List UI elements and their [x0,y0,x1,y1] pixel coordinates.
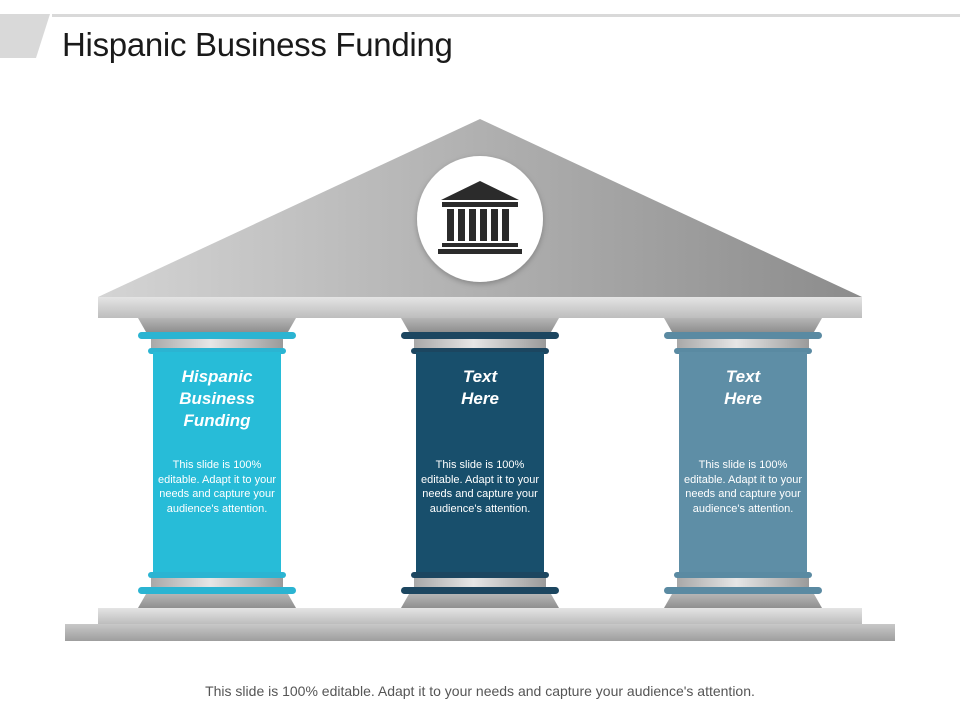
pillar-3-shaft [679,352,807,578]
pillar-1-ring-top [138,332,296,339]
pillar-3-ring-bottom [664,587,822,594]
pillar-3-pedestal [664,594,822,608]
pillar-2-capital-top [401,318,559,332]
roof-beam [98,297,862,318]
pillar-1-thin-ring-bottom [148,572,286,578]
pillar-3-heading: Text Here [724,367,762,408]
pillar-2-description: This slide is 100% editable. Adapt it to… [420,459,540,515]
pillar-1-description: This slide is 100% editable. Adapt it to… [157,459,277,515]
pillar-2-band-bottom [414,578,546,587]
base-step-lower [65,624,895,641]
pillar-3-ring-top [664,332,822,339]
pillar-2-ring-bottom [401,587,559,594]
pillar-1-heading: Hispanic Business Funding [179,367,255,430]
pillar-2-band-top [414,339,546,349]
pillar-1-ring-bottom [138,587,296,594]
pillar-1-capital-top [138,318,296,332]
pillar-3-description: This slide is 100% editable. Adapt it to… [683,459,803,515]
pillars-group [138,318,822,608]
pillar-1-band-top [151,339,283,349]
pillar-2-ring-top [401,332,559,339]
base-step-upper [98,608,862,624]
pillar-2-shaft [416,352,544,578]
pillar-2-heading: Text Here [461,367,499,408]
pillar-3-band-top [677,339,809,349]
pillar-1-shaft [153,352,281,578]
pillar-2-thin-ring-bottom [411,572,549,578]
pillar-3-capital-top [664,318,822,332]
footer-caption: This slide is 100% editable. Adapt it to… [205,683,755,699]
top-divider-line [52,14,960,17]
bank-building-icon [438,181,522,254]
pillar-3-band-bottom [677,578,809,587]
pillar-3-thin-ring-bottom [674,572,812,578]
pillar-1-pedestal [138,594,296,608]
pillar-1-band-bottom [151,578,283,587]
slide-title: Hispanic Business Funding [62,26,453,63]
pillar-2-pedestal [401,594,559,608]
